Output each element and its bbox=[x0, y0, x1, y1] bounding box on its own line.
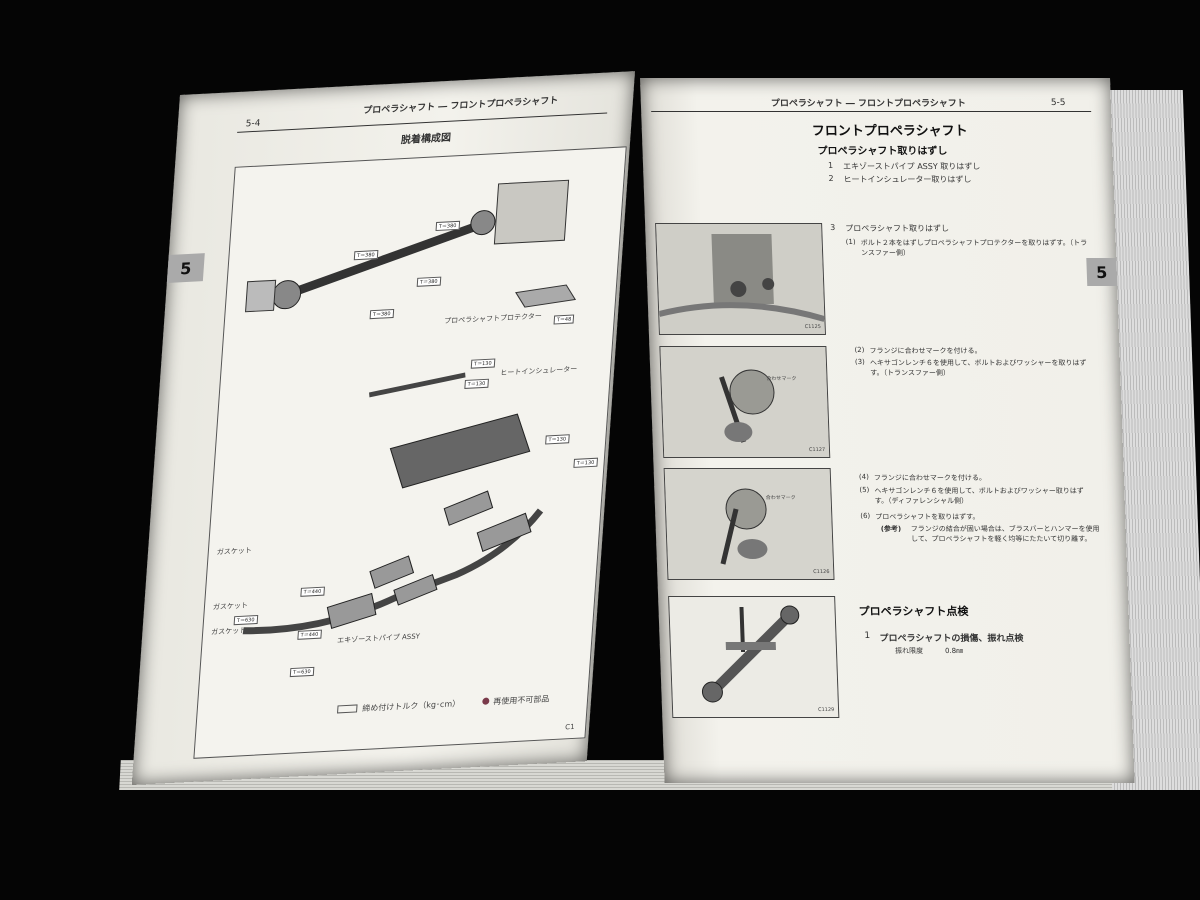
substep-num: (1) bbox=[845, 238, 856, 246]
step-1-num: 1 bbox=[827, 161, 834, 170]
torque-label: T＝630 bbox=[233, 614, 258, 626]
propeller-shaft bbox=[285, 220, 482, 299]
step-2-num: 2 bbox=[828, 174, 834, 183]
inspection-step-num: 1 bbox=[864, 631, 871, 641]
runout-value: 0.8㎜ bbox=[944, 647, 964, 655]
note-text: フランジの結合が固い場合は、ブラスバーとハンマーを使用して、プロペラシャフトを軽… bbox=[910, 525, 1100, 543]
torque-legend-box bbox=[337, 704, 358, 714]
torque-label: T＝630 bbox=[289, 666, 314, 678]
step-1-text: エキゾーストパイプ ASSY 取りはずし bbox=[842, 162, 981, 171]
photo-protector: C1125 bbox=[655, 223, 826, 335]
substep-num: (4) bbox=[858, 473, 869, 481]
chapter-tab: 5 bbox=[166, 253, 205, 283]
label-gasket-2: ガスケット bbox=[212, 601, 249, 612]
right-page-number: 5-5 bbox=[1050, 98, 1066, 108]
torque-label: T＝380 bbox=[353, 250, 379, 261]
torque-label: T＝440 bbox=[297, 629, 322, 640]
label-gasket-1: ガスケット bbox=[216, 546, 253, 557]
photo-id: C1125 bbox=[804, 324, 822, 330]
main-title: フロントプロペラシャフト bbox=[811, 124, 968, 139]
left-page-header: プロペラシャフト ― フロントプロペラシャフト bbox=[362, 96, 559, 117]
torque-label: T＝130 bbox=[545, 434, 570, 445]
step-2-text: ヒートインシュレーター取りはずし bbox=[843, 175, 972, 184]
removal-title: プロペラシャフト取りはずし bbox=[817, 146, 948, 157]
substep-text: ヘキサゴンレンチ６を使用して、ボルトおよびワッシャー取りはずす。（ディファレンシ… bbox=[874, 487, 1085, 505]
substep-text: フランジに合わせマークを付ける。 bbox=[869, 347, 982, 355]
torque-label: T＝130 bbox=[573, 457, 598, 468]
runout-label: 振れ限度 bbox=[894, 647, 924, 655]
transfer-case bbox=[493, 179, 570, 245]
substep-num: (2) bbox=[854, 346, 865, 354]
torque-label: T＝380 bbox=[416, 276, 441, 287]
inspection-title: プロペラシャフト点検 bbox=[858, 605, 969, 618]
torque-label: T＝440 bbox=[300, 586, 325, 597]
photo-id: C1127 bbox=[808, 447, 826, 453]
heat-insulator bbox=[389, 413, 531, 489]
right-page: プロペラシャフト ― フロントプロペラシャフト 5-5 5 フロントプロペラシャ… bbox=[640, 78, 1135, 783]
cross-brace bbox=[369, 372, 466, 398]
photo-runout-check: C1129 bbox=[668, 596, 840, 718]
exploded-parts-drawing bbox=[242, 179, 577, 635]
center-muffler bbox=[369, 555, 415, 589]
torque-label: T＝48 bbox=[553, 314, 575, 325]
step-3-num: 3 bbox=[830, 223, 836, 232]
note-label: (参考) bbox=[880, 525, 902, 533]
substep-num: (5) bbox=[859, 486, 870, 494]
torque-label: T＝380 bbox=[435, 220, 460, 232]
differential bbox=[245, 279, 277, 313]
right-page-header: プロペラシャフト ― フロントプロペラシャフト bbox=[770, 99, 967, 109]
left-page-number: 5-4 bbox=[245, 118, 261, 130]
substep-num: (3) bbox=[854, 358, 865, 366]
substep-num: (6) bbox=[860, 512, 871, 520]
sub-muffler bbox=[393, 573, 438, 606]
photo-id: C1129 bbox=[817, 707, 835, 713]
photo-flange-mark-transfer: 合わせマーク C1127 bbox=[659, 346, 831, 458]
torque-label: T＝380 bbox=[369, 308, 394, 320]
right-chapter-tab: 5 bbox=[1086, 258, 1118, 286]
substep-text: プロペラシャフトを取りはずす。 bbox=[875, 513, 980, 521]
right-header-rule bbox=[651, 111, 1092, 112]
left-page: 5-4 プロペラシャフト ― フロントプロペラシャフト 脱着構成図 5 bbox=[131, 71, 636, 785]
front-joint bbox=[272, 280, 302, 310]
photo-flange-mark-diff: 合わせマーク C1126 bbox=[663, 468, 835, 580]
rear-joint bbox=[470, 210, 496, 236]
substep-text: フランジに合わせマークを付ける。 bbox=[873, 474, 987, 482]
step-3-text: プロペラシャフト取りはずし bbox=[845, 224, 950, 233]
inspection-step-text: プロペラシャフトの損傷、振れ点検 bbox=[879, 634, 1024, 644]
protector-plate bbox=[515, 284, 577, 308]
substep-text: ヘキサゴンレンチ６を使用して、ボルトおよびワッシャーを取りはずす。（トランスファ… bbox=[869, 359, 1087, 377]
substep-text: ボルト２本をはずしプロペラシャフトプロテクターを取りはずす。（トランスファー側） bbox=[860, 239, 1088, 257]
left-figure-id: C1 bbox=[564, 722, 575, 732]
rear-muffler-left bbox=[443, 490, 494, 526]
photo-id: C1126 bbox=[813, 569, 830, 575]
photo-mark-label: 合わせマーク bbox=[766, 376, 797, 382]
catalytic-converter bbox=[326, 592, 377, 630]
left-section-title: 脱着構成図 bbox=[400, 132, 452, 147]
rear-muffler-right bbox=[476, 512, 532, 552]
photo-mark-label: 合わせマーク bbox=[765, 495, 796, 501]
torque-label: T＝130 bbox=[470, 358, 495, 369]
exploded-diagram: ヒートインシュレーター プロペラシャフトプロテクター エキゾーストパイプ ASS… bbox=[193, 146, 627, 759]
torque-label: T＝130 bbox=[464, 378, 489, 389]
label-gasket-3: ガスケット bbox=[210, 626, 247, 637]
